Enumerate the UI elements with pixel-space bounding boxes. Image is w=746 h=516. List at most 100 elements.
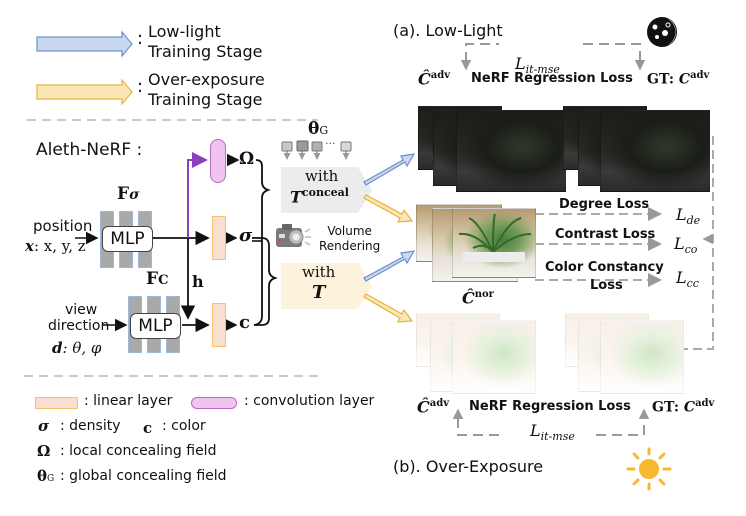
overexp-L: L bbox=[530, 421, 541, 440]
sun-icon bbox=[626, 447, 672, 491]
cc-sub: cc bbox=[686, 277, 699, 291]
omega-output: Ω bbox=[239, 149, 255, 169]
position-xyz: : x, y, z bbox=[33, 237, 86, 255]
low-light-line1: Low-light bbox=[148, 22, 221, 41]
degree-loss-label: Degree Loss bbox=[559, 197, 650, 212]
color-constancy-loss-label: Color Constancy bbox=[545, 260, 664, 275]
legend-global-field: : global concealing field bbox=[60, 468, 227, 484]
convolution-layer-legend-swatch bbox=[191, 397, 237, 409]
legend-local-field: : local concealing field bbox=[60, 443, 217, 459]
low-light-line2: Training Stage bbox=[148, 42, 263, 61]
legend-sigma-symbol: σ bbox=[38, 417, 50, 435]
contrast-loss-symbol: Lco bbox=[674, 234, 698, 257]
lowlight-pred-image-front bbox=[456, 110, 566, 192]
legend-c-symbol: c bbox=[143, 419, 153, 437]
f-c-label: FC bbox=[146, 269, 169, 290]
degree-loss-symbol: Lde bbox=[676, 205, 701, 228]
degree-sub: de bbox=[686, 214, 701, 228]
lowlight-regression-loss: NeRF Regression Loss bbox=[471, 71, 633, 86]
purple-conv-path bbox=[187, 152, 208, 238]
over-exposure-arrow-lower bbox=[363, 293, 414, 323]
f-sigma-F: F bbox=[117, 184, 130, 204]
overexp-loss-bracket-left bbox=[457, 418, 500, 436]
t-conceal-T: T bbox=[290, 187, 302, 207]
linear-layer-color bbox=[212, 303, 226, 347]
f-c-F: F bbox=[146, 269, 159, 289]
lowlight-it-mse-symbol: Lit-mse bbox=[515, 54, 560, 77]
theta-g-dots: ··· bbox=[325, 137, 336, 150]
lowlight-pred-sup: adv bbox=[430, 70, 451, 81]
over-exposure-arrow-upper bbox=[363, 194, 414, 223]
volume-rendering-line2: Rendering bbox=[319, 239, 381, 253]
overexp-it-mse-symbol: Lit-mse bbox=[530, 421, 575, 444]
linear-layer-legend-swatch bbox=[35, 397, 78, 409]
color-constancy-loss-symbol: Lcc bbox=[676, 268, 699, 291]
with-t-conceal-arrow-shape bbox=[281, 167, 372, 213]
normal-sup: nor bbox=[474, 289, 494, 300]
position-x: x bbox=[25, 237, 34, 255]
mlp-sigma-box: MLP bbox=[102, 226, 153, 252]
view-theta-phi: : θ, φ bbox=[62, 339, 102, 357]
convolution-layer-legend-text: : convolution layer bbox=[244, 393, 375, 409]
legend-theta-sub: G bbox=[47, 474, 55, 484]
degree-L: L bbox=[676, 205, 687, 224]
upper-brace bbox=[253, 159, 271, 326]
legend-theta-g-symbol: θG bbox=[37, 467, 55, 485]
overexp-regression-loss: NeRF Regression Loss bbox=[469, 399, 631, 414]
view-d: d bbox=[52, 339, 63, 357]
contrast-sub: co bbox=[684, 243, 698, 257]
low-light-legend-colon: : bbox=[137, 28, 144, 49]
t-conceal-label: Tconceal bbox=[290, 186, 349, 207]
f-sigma-label: Fσ bbox=[117, 184, 139, 205]
plant-illustration bbox=[458, 213, 532, 262]
with-t-label: with bbox=[302, 263, 336, 281]
color-constancy-loss-label-2: Loss bbox=[590, 278, 623, 293]
over-exposure-legend-arrow bbox=[36, 78, 133, 106]
legend-color: : color bbox=[162, 418, 206, 434]
over-exposure-legend-label: Over-exposure Training Stage bbox=[148, 70, 265, 110]
lowlight-loss-bracket-right bbox=[583, 43, 641, 62]
h-label: h bbox=[192, 272, 204, 291]
contrast-loss-label: Contrast Loss bbox=[555, 227, 656, 242]
sigma-output: σ bbox=[239, 225, 253, 246]
low-light-arrow-lower bbox=[363, 250, 416, 282]
view-label-line1: view bbox=[65, 302, 98, 318]
with-t-arrow-shape bbox=[281, 263, 372, 309]
theta-g-label: θG bbox=[308, 119, 328, 140]
overexp-gt-sup: adv bbox=[695, 398, 715, 409]
with-conceal-label: with bbox=[305, 167, 339, 185]
overexp-gt-prefix: GT: bbox=[652, 399, 680, 416]
over-exposure-line2: Training Stage bbox=[148, 90, 263, 109]
t-label: T bbox=[312, 282, 326, 303]
cc-L: L bbox=[676, 268, 687, 287]
global-field-tokens bbox=[281, 140, 352, 160]
lowlight-pred-label: ĈCadv bbox=[418, 69, 451, 89]
model-title: Aleth-NeRF : bbox=[36, 140, 143, 160]
overexp-L-sub: it-mse bbox=[540, 430, 575, 444]
lower-brace bbox=[252, 237, 278, 326]
linear-layer-legend-text: : linear layer bbox=[84, 393, 173, 409]
overexp-gt-C: C bbox=[683, 399, 696, 416]
low-light-legend-arrow bbox=[36, 30, 133, 58]
lowlight-gt-label: GT: Cadv bbox=[647, 70, 709, 88]
t-conceal-sup: conceal bbox=[301, 186, 349, 199]
volume-rendering-line1: Volume bbox=[327, 224, 372, 238]
c-output: c bbox=[239, 312, 250, 333]
lowlight-gt-sup: adv bbox=[690, 70, 710, 81]
f-c-sub: C bbox=[158, 273, 169, 288]
mlp-color-network: MLP bbox=[128, 296, 181, 353]
legend-theta-symbol: θ bbox=[37, 467, 48, 485]
lowlight-gt-C: C bbox=[678, 71, 691, 88]
normal-pred-label: ĈCnor bbox=[462, 288, 494, 308]
position-label: position bbox=[33, 217, 93, 235]
overexp-gt-label: GT: Cadv bbox=[652, 398, 714, 416]
view-label-line2: direction bbox=[48, 318, 110, 334]
over-exposure-legend-colon: : bbox=[137, 76, 144, 97]
mlp-sigma-network: MLP bbox=[100, 211, 153, 268]
position-vars: x: x, y, z bbox=[25, 237, 86, 255]
over-exposure-line1: Over-exposure bbox=[148, 70, 265, 89]
lowlight-loss-bracket-left bbox=[465, 43, 499, 62]
legend-density: : density bbox=[60, 418, 121, 434]
overexp-pred-label: ĈCadv bbox=[417, 397, 450, 417]
